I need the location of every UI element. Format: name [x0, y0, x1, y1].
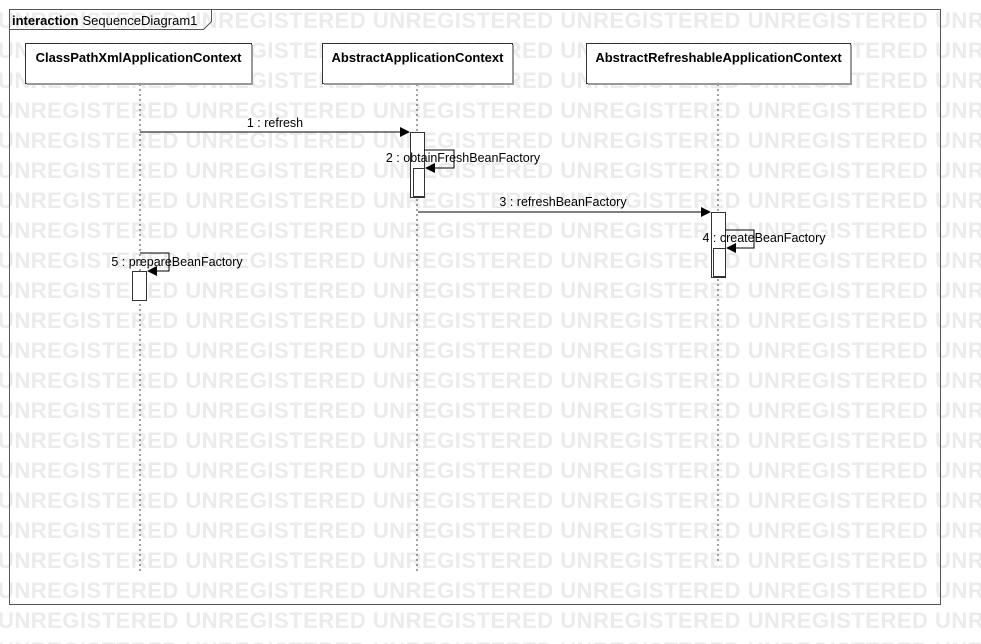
activation-bar-abstract-app-nested — [413, 168, 425, 197]
message-prepare-bean-factory-label: 5 : prepareBeanFactory — [111, 255, 243, 269]
message-refresh-bean-factory-label: 3 : refreshBeanFactory — [499, 195, 627, 209]
message-create-bean-factory-arrow — [725, 229, 755, 253]
message-create-bean-factory: 4 : createBeanFactory — [703, 229, 827, 253]
interaction-frame — [9, 9, 941, 605]
message-prepare-bean-factory-arrow — [140, 252, 170, 276]
lifeline-abstract-app-header[interactable]: AbstractApplicationContext — [322, 43, 515, 85]
message-create-bean-factory-label: 4 : createBeanFactory — [703, 231, 827, 245]
frame-keyword: interaction — [12, 13, 79, 28]
activation-bar-abstract-refreshable-nested — [713, 248, 726, 277]
frame-diagram-name: SequenceDiagram1 — [82, 13, 197, 28]
activation-bar-classpath-self — [132, 271, 147, 301]
message-refresh: 1 : refresh — [140, 116, 410, 137]
lifeline-abstract-refreshable-header[interactable]: AbstractRefreshableApplicationContext — [586, 43, 853, 85]
lifeline-abstract-app-label: AbstractApplicationContext — [332, 50, 505, 65]
lifeline-abstract-refreshable-label: AbstractRefreshableApplicationContext — [595, 50, 842, 65]
message-obtain-fresh-bean-factory-arrow — [424, 149, 455, 173]
frame-name-tab — [9, 9, 212, 30]
message-obtain-fresh-bean-factory-label: 2 : obtainFreshBeanFactory — [386, 151, 541, 165]
lifeline-classpath-header[interactable]: ClassPathXmlApplicationContext — [25, 43, 254, 85]
message-refresh-label: 1 : refresh — [247, 116, 303, 130]
message-prepare-bean-factory: 5 : prepareBeanFactory — [111, 252, 243, 276]
message-refresh-bean-factory: 3 : refreshBeanFactory — [418, 195, 711, 217]
lifeline-classpath-label: ClassPathXmlApplicationContext — [36, 50, 243, 65]
message-obtain-fresh-bean-factory: 2 : obtainFreshBeanFactory — [386, 149, 541, 173]
